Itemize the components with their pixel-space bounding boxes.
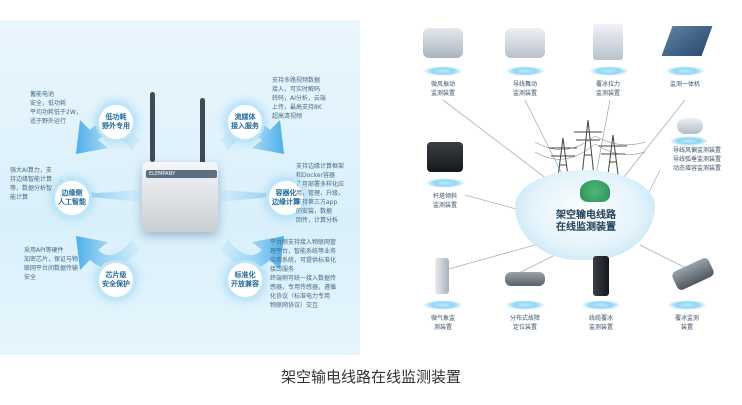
ice-tension-device-icon — [593, 24, 623, 60]
feature-circle-security: 芯片级 安全保护 — [96, 260, 136, 300]
feature-desc: 平台侧支持接入物联网管 理平台，智能系统等业务 应用系统，可提供标准化 接口服务… — [270, 239, 337, 309]
center-title: 架空输电线路 在线监测装置 — [556, 210, 616, 233]
base-ring-icon — [505, 66, 545, 76]
antenna-right-icon — [200, 98, 205, 168]
fault-locator-device-icon — [505, 272, 545, 286]
device-brand: ELEMPANY — [146, 170, 217, 178]
base-ring-icon — [589, 66, 629, 76]
feature-title: 低功耗 野外专用 — [102, 113, 130, 130]
feature-circle-edge-ai: 边缘侧 人工智能 — [52, 178, 92, 218]
feature-title: 芯片级 安全保护 — [102, 271, 130, 288]
base-ring-icon — [667, 300, 707, 310]
feature-desc: 采用API等硬件 加密芯片，保证与物 联网平台间数据传输 安全 — [24, 247, 79, 281]
image-caption: 架空输电线路在线监测装置 — [280, 368, 461, 386]
base-ring-icon — [425, 178, 465, 188]
feature-circle-standard: 标准化 开放兼容 — [225, 260, 265, 300]
feature-circle-low-power: 低功耗 野外专用 — [96, 102, 136, 142]
base-ring-icon — [423, 300, 463, 310]
feature-title: 边缘侧 人工智能 — [58, 189, 86, 206]
microclimate-device-icon — [435, 258, 449, 294]
feature-circle-container: 容器化 边缘计算 — [266, 178, 306, 218]
device-label: 微气象监 测装置 — [430, 315, 455, 331]
feature-circle-streaming: 流媒体 接入服务 — [225, 102, 265, 142]
base-ring-icon — [669, 136, 709, 146]
device-label: 覆冰拉力 监测装置 — [595, 81, 620, 97]
device-label: 杆塔倾斜 监测装置 — [432, 193, 457, 209]
feature-desc: 支持边缘计算框架 和Docker容器 ，可部署多样化应 用，管理，升级， 支持第… — [296, 163, 345, 224]
feature-desc: 支持多路视频数据 接入，可实时解码 转码，AI分析，云端 上传，最高支持8K 超… — [272, 77, 326, 120]
edge-gateway-feature-panel: ELEMPANY 低功耗 野外专用 流媒体 接入服务 边缘侧 人工智能 容器化 … — [0, 20, 360, 355]
base-ring-icon — [423, 66, 463, 76]
edge-gateway-device-image: ELEMPANY — [142, 162, 218, 232]
cable-ice-device-icon — [593, 256, 609, 296]
base-ring-icon — [505, 300, 545, 310]
feature-title: 流媒体 接入服务 — [231, 113, 259, 130]
base-ring-icon — [581, 300, 621, 310]
device-label: 监测一体机 — [669, 81, 700, 88]
base-ring-icon — [665, 66, 705, 76]
feature-title: 标准化 开放兼容 — [231, 271, 259, 288]
galloping-device-icon — [505, 28, 545, 58]
feature-title: 容器化 边缘计算 — [272, 189, 300, 206]
feature-desc: 强大AI算力，支 持边缘智能计算 等，数据分析智 能计算 — [10, 167, 53, 201]
windage-sag-device-icon — [677, 118, 703, 134]
device-label: 线缆覆冰 监测装置 — [588, 315, 613, 331]
tree-icon — [580, 180, 610, 202]
monitoring-device-panel: 架空输电线路 在线监测装置 微风振动 监测装置 导线舞动 监测装置 覆冰拉力 监… — [405, 20, 742, 355]
device-label: 微风振动 监测装置 — [430, 81, 455, 97]
tilt-device-icon — [427, 142, 463, 172]
device-label: 导线舞动 监测装置 — [512, 81, 537, 97]
breeze-vibration-device-icon — [423, 28, 463, 58]
device-label: 分布式故障 定位装置 — [509, 315, 540, 331]
antenna-left-icon — [150, 92, 155, 162]
feature-desc: 蓄能电池 安全，低功耗 平均功耗低于2W， 适于野外运行 — [30, 91, 82, 125]
device-label: 覆冰监测 装置 — [674, 315, 699, 331]
device-label: 导线风偏监测装置 导线弧垂监测装置 动态增容监测装置 — [672, 147, 721, 172]
